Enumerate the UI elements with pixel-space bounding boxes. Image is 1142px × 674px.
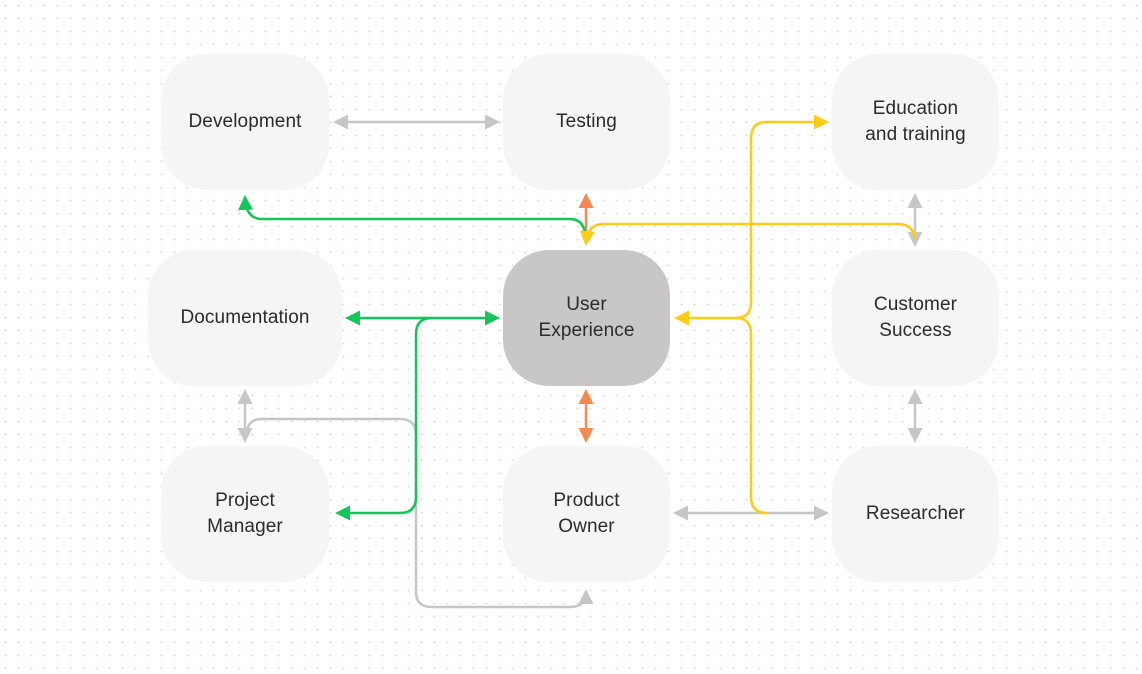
node-testing[interactable]: Testing (503, 54, 670, 190)
node-label: Project Manager (207, 490, 283, 537)
edge-researcher-ux[interactable] (674, 310, 768, 515)
node-label: Documentation (180, 307, 310, 328)
node-label: Development (188, 111, 302, 132)
node-label: Testing (556, 111, 617, 132)
node-label: Researcher (865, 503, 966, 524)
node-researcher[interactable]: Researcher (832, 446, 999, 582)
edge-ux-project-manager[interactable] (335, 316, 433, 521)
node-label: User Experience (538, 294, 635, 341)
node-label: Education and training (865, 98, 966, 145)
node-documentation[interactable]: Documentation (148, 250, 342, 386)
node-project-manager[interactable]: Project Manager (161, 446, 329, 582)
edge-ux-development[interactable] (238, 195, 588, 243)
node-customer-success[interactable]: Customer Success (832, 250, 999, 386)
node-education-and-training[interactable]: Education and training (832, 54, 999, 190)
node-user-experience[interactable]: User Experience (503, 250, 670, 386)
edge-ux-education[interactable] (735, 114, 829, 320)
edge-project-manager-product-owner[interactable] (245, 417, 594, 609)
node-development[interactable]: Development (161, 54, 329, 190)
node-label: Customer Success (873, 294, 958, 341)
node-label: Product Owner (553, 490, 620, 537)
node-product-owner[interactable]: Product Owner (503, 446, 670, 582)
